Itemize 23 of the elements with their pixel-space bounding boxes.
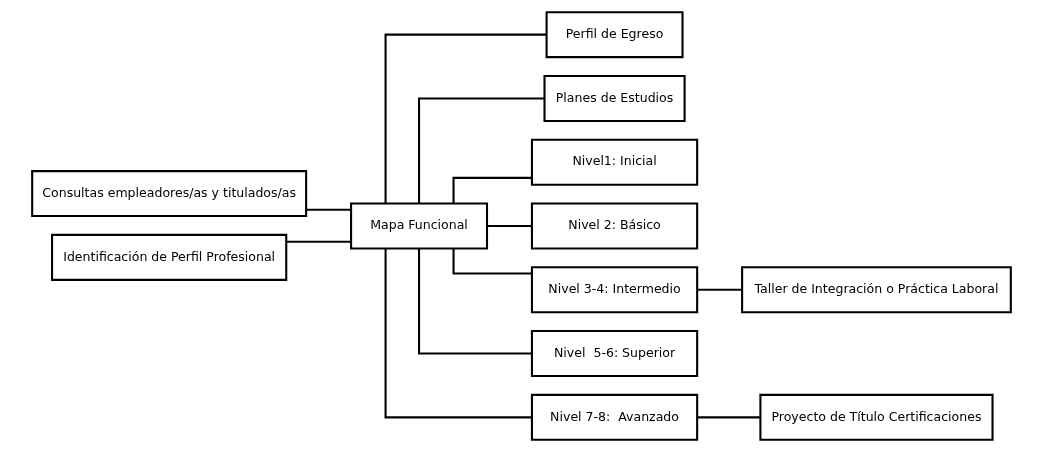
node-box: Perfil de Egreso xyxy=(545,11,684,59)
connector xyxy=(384,248,532,419)
node-box: Nivel 2: Básico xyxy=(530,202,698,250)
connector xyxy=(486,224,532,228)
node-box: Nivel1: Inicial xyxy=(530,138,698,186)
connector xyxy=(696,288,742,291)
connector xyxy=(452,248,532,275)
connector xyxy=(696,416,760,419)
connector xyxy=(285,240,351,243)
node-box: Mapa Funcional xyxy=(349,202,488,250)
node-box: Nivel 3-4: Intermedio xyxy=(530,266,698,314)
connector xyxy=(452,176,532,204)
connector xyxy=(305,208,351,211)
node-box: Identificación de Perfil Profesional xyxy=(50,233,287,281)
node-box: Taller de Integración o Práctica Laboral xyxy=(740,266,1012,314)
node-box: Consultas empleadores/as y titulados/as xyxy=(30,170,307,218)
connector xyxy=(417,97,544,204)
node-box: Proyecto de Título Certificaciones xyxy=(758,393,994,441)
connector xyxy=(417,248,532,355)
node-box: Planes de Estudios xyxy=(542,74,686,122)
node-box: Nivel 7-8: Avanzado xyxy=(530,393,698,441)
connector xyxy=(384,33,546,204)
node-box: Nivel 5-6: Superior xyxy=(530,330,698,378)
